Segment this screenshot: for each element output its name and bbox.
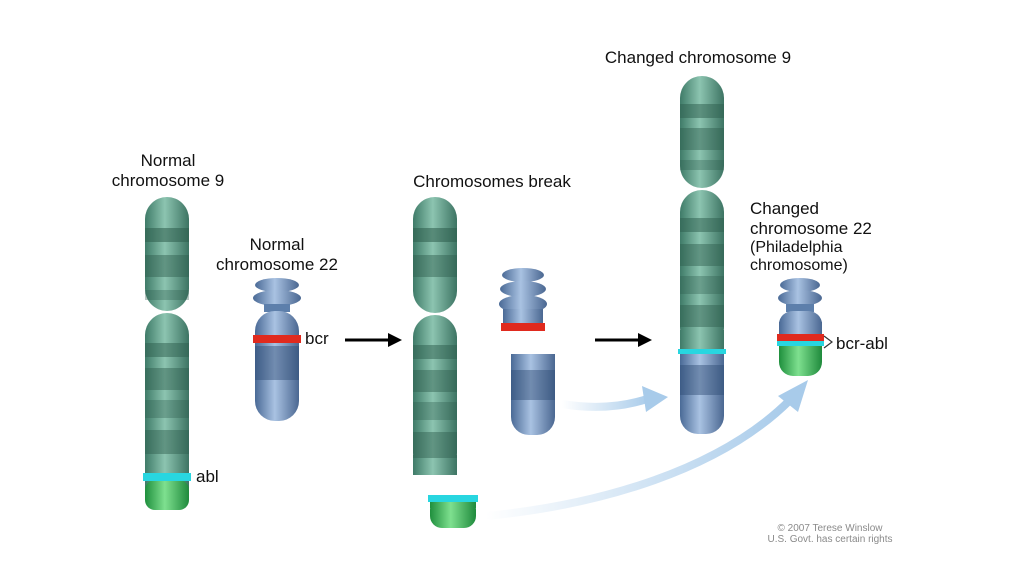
translocation-arrow-1 xyxy=(558,386,668,412)
broken-chromosome-22-bottom xyxy=(510,352,556,435)
label-changed-chr22: Changed chromosome 22 (Philadelphia chro… xyxy=(750,199,872,275)
label-changed-chr22-line3: (Philadelphia xyxy=(750,239,843,256)
credit-line2: U.S. Govt. has certain rights xyxy=(767,534,893,545)
philadelphia-chromosome xyxy=(777,278,833,376)
label-bcr-abl: bcr-abl xyxy=(836,334,888,353)
label-normal-chr9-line1: Normal xyxy=(140,151,196,170)
abl-fragment xyxy=(428,495,478,528)
translocation-arrow-2 xyxy=(482,380,808,520)
label-normal-chr22-line1: Normal xyxy=(249,235,305,254)
label-normal-chr9: Normal chromosome 9 xyxy=(98,151,238,191)
changed-chromosome-9 xyxy=(678,76,726,434)
image-credit: © 2007 Terese Winslow U.S. Govt. has cer… xyxy=(760,523,900,545)
label-changed-chr22-line4: chromosome) xyxy=(750,257,848,274)
broken-chromosome-9 xyxy=(413,197,457,475)
credit-line1: © 2007 Terese Winslow xyxy=(777,523,883,534)
label-abl: abl xyxy=(196,467,219,486)
abl-marker xyxy=(143,473,191,481)
label-changed-chr22-line1: Changed xyxy=(750,199,820,218)
label-normal-chr22: Normal chromosome 22 xyxy=(207,235,347,275)
label-bcr: bcr xyxy=(305,329,329,348)
broken-chromosome-22-top xyxy=(499,268,547,331)
label-chromosomes-break: Chromosomes break xyxy=(413,172,571,191)
label-normal-chr22-line2: chromosome 22 xyxy=(216,255,338,274)
arrow-right-2 xyxy=(595,333,652,347)
label-normal-chr9-line2: chromosome 9 xyxy=(111,171,225,190)
bcr-marker xyxy=(253,335,301,343)
normal-chromosome-22 xyxy=(253,278,301,421)
label-changed-chr9: Changed chromosome 9 xyxy=(604,48,792,67)
arrow-right-1 xyxy=(345,333,402,347)
normal-chromosome-9 xyxy=(143,197,191,510)
label-changed-chr22-line2: chromosome 22 xyxy=(750,219,872,238)
abl-segment xyxy=(145,480,189,510)
